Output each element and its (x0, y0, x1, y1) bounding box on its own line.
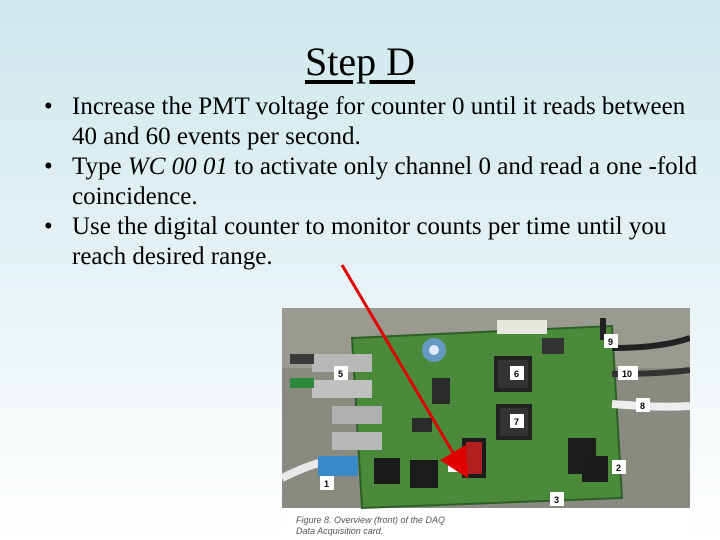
board-label-5: 5 (338, 369, 343, 379)
slide-title: Step D (305, 39, 415, 84)
bullet-list: Increase the PMT voltage for counter 0 u… (44, 92, 714, 272)
board-label-7: 7 (514, 417, 519, 427)
board-label-1: 1 (324, 479, 329, 489)
board-label-8: 8 (640, 401, 645, 411)
daq-board-illustration: 9 10 8 5 6 7 4 2 1 3 (282, 308, 690, 510)
board-label-9: 9 (608, 337, 613, 347)
bullet-item: Type WC 00 01 to activate only channel 0… (44, 152, 714, 212)
daq-board-photo: 9 10 8 5 6 7 4 2 1 3 Figure 8. Overview … (282, 308, 690, 540)
photo-caption: Figure 8. Overview (front) of the DAQ Da… (296, 515, 446, 536)
bullet-item: Increase the PMT voltage for counter 0 u… (44, 92, 714, 152)
board-label-2: 2 (616, 463, 621, 473)
board-label-10: 10 (622, 369, 632, 379)
bullet-item: Use the digital counter to monitor count… (44, 212, 714, 272)
board-label-6: 6 (514, 369, 519, 379)
board-label-3: 3 (554, 495, 559, 505)
board-label-4: 4 (452, 461, 457, 471)
